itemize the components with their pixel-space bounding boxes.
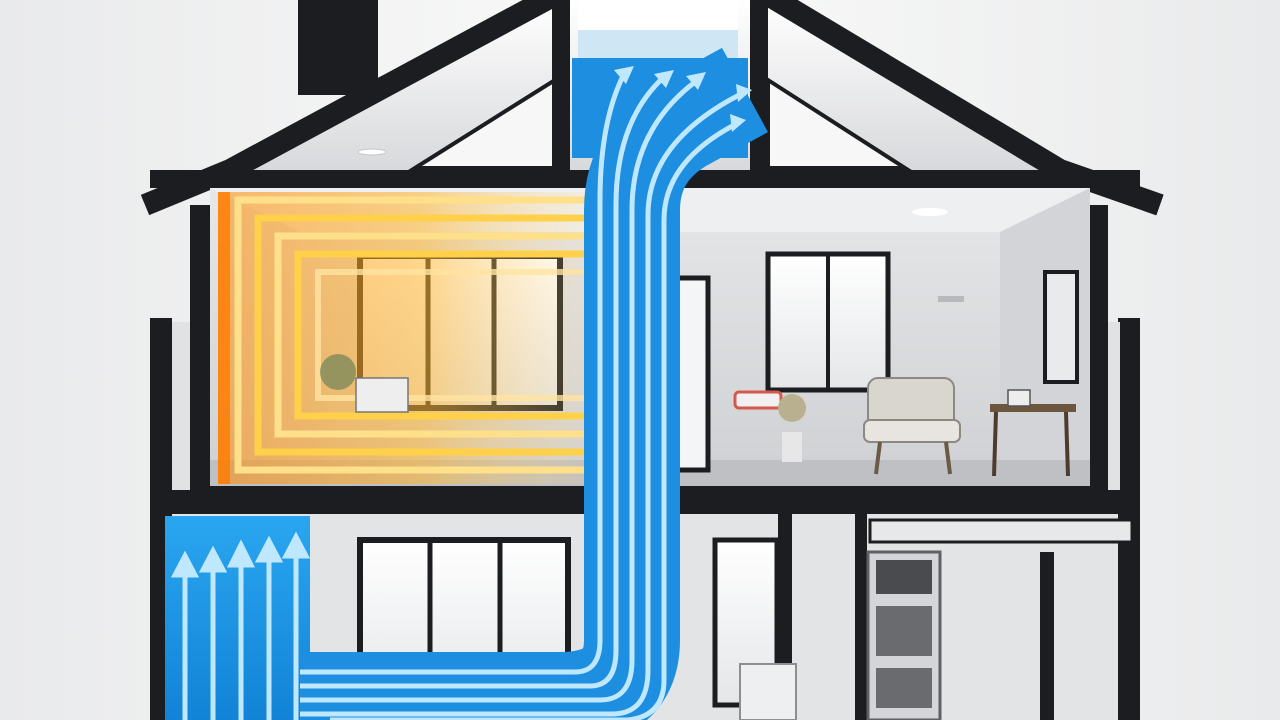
upper-wall-left (190, 205, 210, 490)
warm-air-flow (218, 192, 590, 484)
wall-heater (733, 390, 783, 410)
attic-light (357, 148, 387, 156)
kitchen-side-wall (1040, 552, 1054, 720)
chimney (298, 0, 378, 95)
desk-top (990, 404, 1076, 412)
desk-monitor (1007, 389, 1031, 407)
upper-wall-right (1090, 205, 1108, 490)
arrow-right-icon (736, 84, 752, 102)
cool-air-duct (300, 47, 768, 720)
upper-ceiling-light (912, 208, 948, 216)
cool-air-intake (165, 516, 311, 720)
wall-mirror (1043, 270, 1079, 384)
kitchen-oven-lower (876, 668, 932, 708)
plant-pot (782, 432, 802, 462)
arrow-right-icon (730, 114, 746, 132)
kitchen-wall (855, 514, 867, 720)
roof-vent-glass (578, 30, 738, 58)
lower-chair (739, 663, 797, 720)
kitchen-oven (876, 606, 932, 656)
arrow-right-icon (654, 70, 674, 88)
plant-leaves (778, 394, 806, 422)
kitchen-microwave (876, 560, 932, 594)
kitchen-upper-cabinet (868, 518, 1134, 544)
attic-post-left (552, 0, 570, 178)
armchair-seat (863, 419, 961, 443)
arrow-right-icon (686, 72, 706, 90)
thermostat (938, 296, 964, 302)
attic-post-right (750, 0, 768, 178)
upper-sofa (355, 377, 409, 413)
upper-plant (320, 354, 356, 390)
arrow-right-icon (614, 66, 634, 84)
